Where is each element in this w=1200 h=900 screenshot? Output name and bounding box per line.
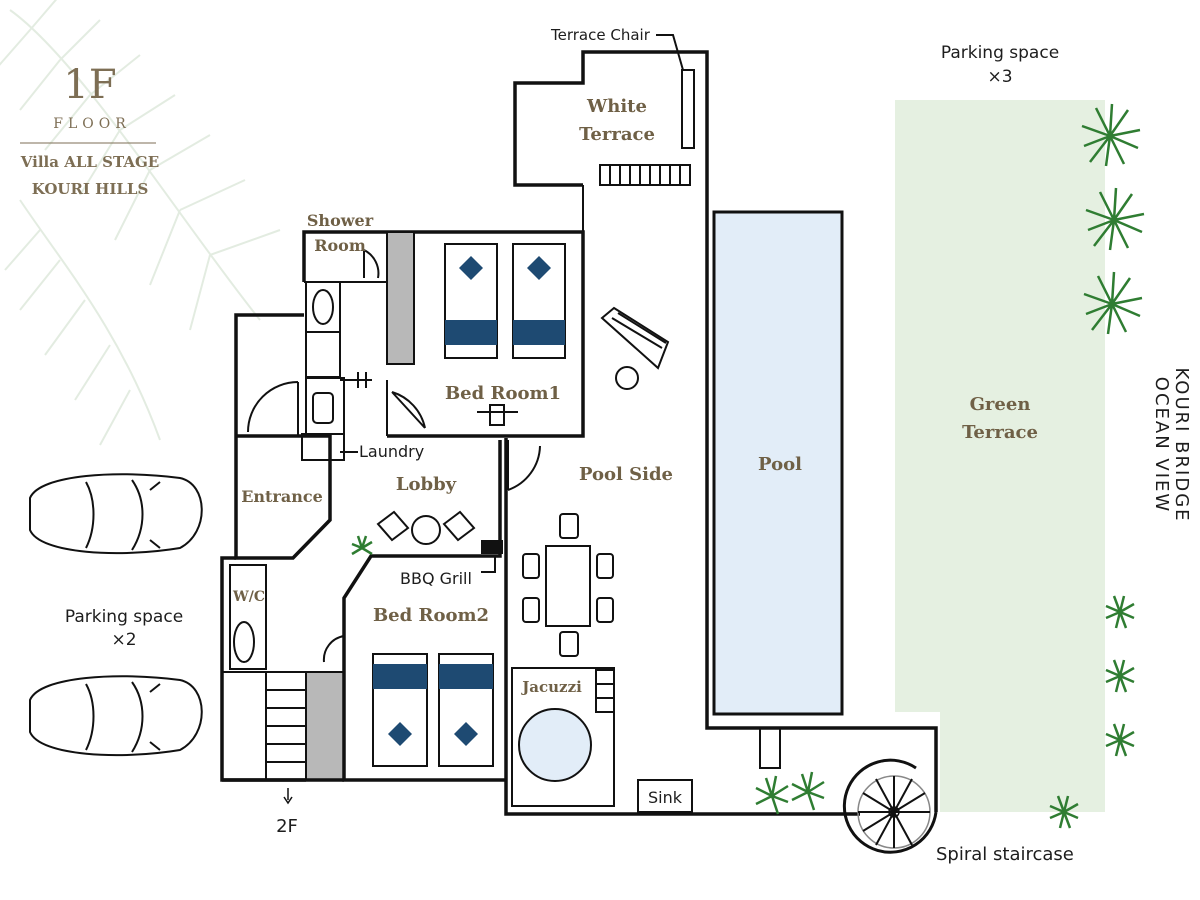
entrance-door — [247, 381, 299, 436]
bbq-grill-label: BBQ Grill — [400, 569, 472, 588]
sink — [637, 779, 693, 813]
bed-room2-label: Bed Room2 — [373, 605, 489, 626]
lobby-label: Lobby — [396, 474, 457, 495]
svg-text:OCEAN VIEW: OCEAN VIEW — [1151, 377, 1172, 513]
green-terrace-label: Terrace — [962, 422, 1038, 443]
parking-top-count: ×3 — [987, 67, 1012, 87]
laundry-area — [301, 372, 372, 461]
laundry-label: Laundry — [359, 442, 424, 461]
pool-steps — [759, 727, 781, 769]
white-terrace-label: White — [586, 96, 647, 117]
wc-label: W/C — [232, 589, 265, 605]
svg-text:Villa ALL STAGE: Villa ALL STAGE — [20, 153, 159, 171]
sink-label: Sink — [648, 788, 683, 807]
jacuzzi — [511, 667, 615, 807]
pool-side-wall — [705, 185, 938, 812]
terrace-chair-label: Terrace Chair — [550, 26, 651, 44]
palm-leaf-watermark — [0, 0, 281, 446]
svg-text:1F: 1F — [63, 62, 116, 108]
jacuzzi-label: Jacuzzi — [520, 678, 582, 696]
pool-side-furniture — [522, 306, 670, 657]
pool — [712, 210, 844, 716]
bed-room1-label: Bed Room1 — [445, 383, 561, 404]
entrance-label: Entrance — [241, 487, 323, 506]
entrance-wall — [234, 313, 332, 560]
white-terrace — [513, 34, 709, 232]
svg-text:KOURI BRIDGE: KOURI BRIDGE — [1171, 367, 1192, 522]
bed-room2 — [222, 630, 506, 782]
green-terrace-label: Green — [970, 394, 1031, 415]
spiral-staircase — [842, 758, 938, 854]
parking-left-label: Parking space — [65, 607, 183, 627]
to-2f-label: 2F — [276, 816, 298, 837]
car-icon — [29, 473, 203, 555]
bed-room1-beds — [444, 243, 566, 359]
car-icon — [29, 675, 203, 757]
south-wall — [504, 438, 860, 816]
green-terrace-lower — [940, 712, 1105, 812]
ocean-view-label: KOURI BRIDGE OCEAN VIEW — [1151, 367, 1192, 522]
stairs-down — [265, 671, 345, 805]
svg-text:KOURI HILLS: KOURI HILLS — [32, 180, 149, 198]
pool-label: Pool — [758, 454, 802, 475]
villa-logo: 1F FLOOR Villa ALL STAGE KOURI HILLS — [20, 62, 159, 198]
pool-side-label: Pool Side — [579, 464, 673, 485]
spiral-staircase-label: Spiral staircase — [936, 844, 1074, 865]
plant-icon — [351, 103, 1145, 829]
bed-room1 — [302, 230, 585, 438]
lobby — [342, 440, 541, 660]
shower-room-label: Shower — [307, 211, 374, 230]
green-terrace-area — [895, 100, 1105, 712]
shower-room-label: Room — [314, 236, 366, 255]
parking-left-count: ×2 — [111, 630, 136, 650]
white-terrace-label: Terrace — [579, 124, 655, 145]
svg-text:FLOOR: FLOOR — [53, 116, 131, 132]
shower-room — [304, 249, 387, 378]
parking-top-label: Parking space — [941, 43, 1059, 63]
